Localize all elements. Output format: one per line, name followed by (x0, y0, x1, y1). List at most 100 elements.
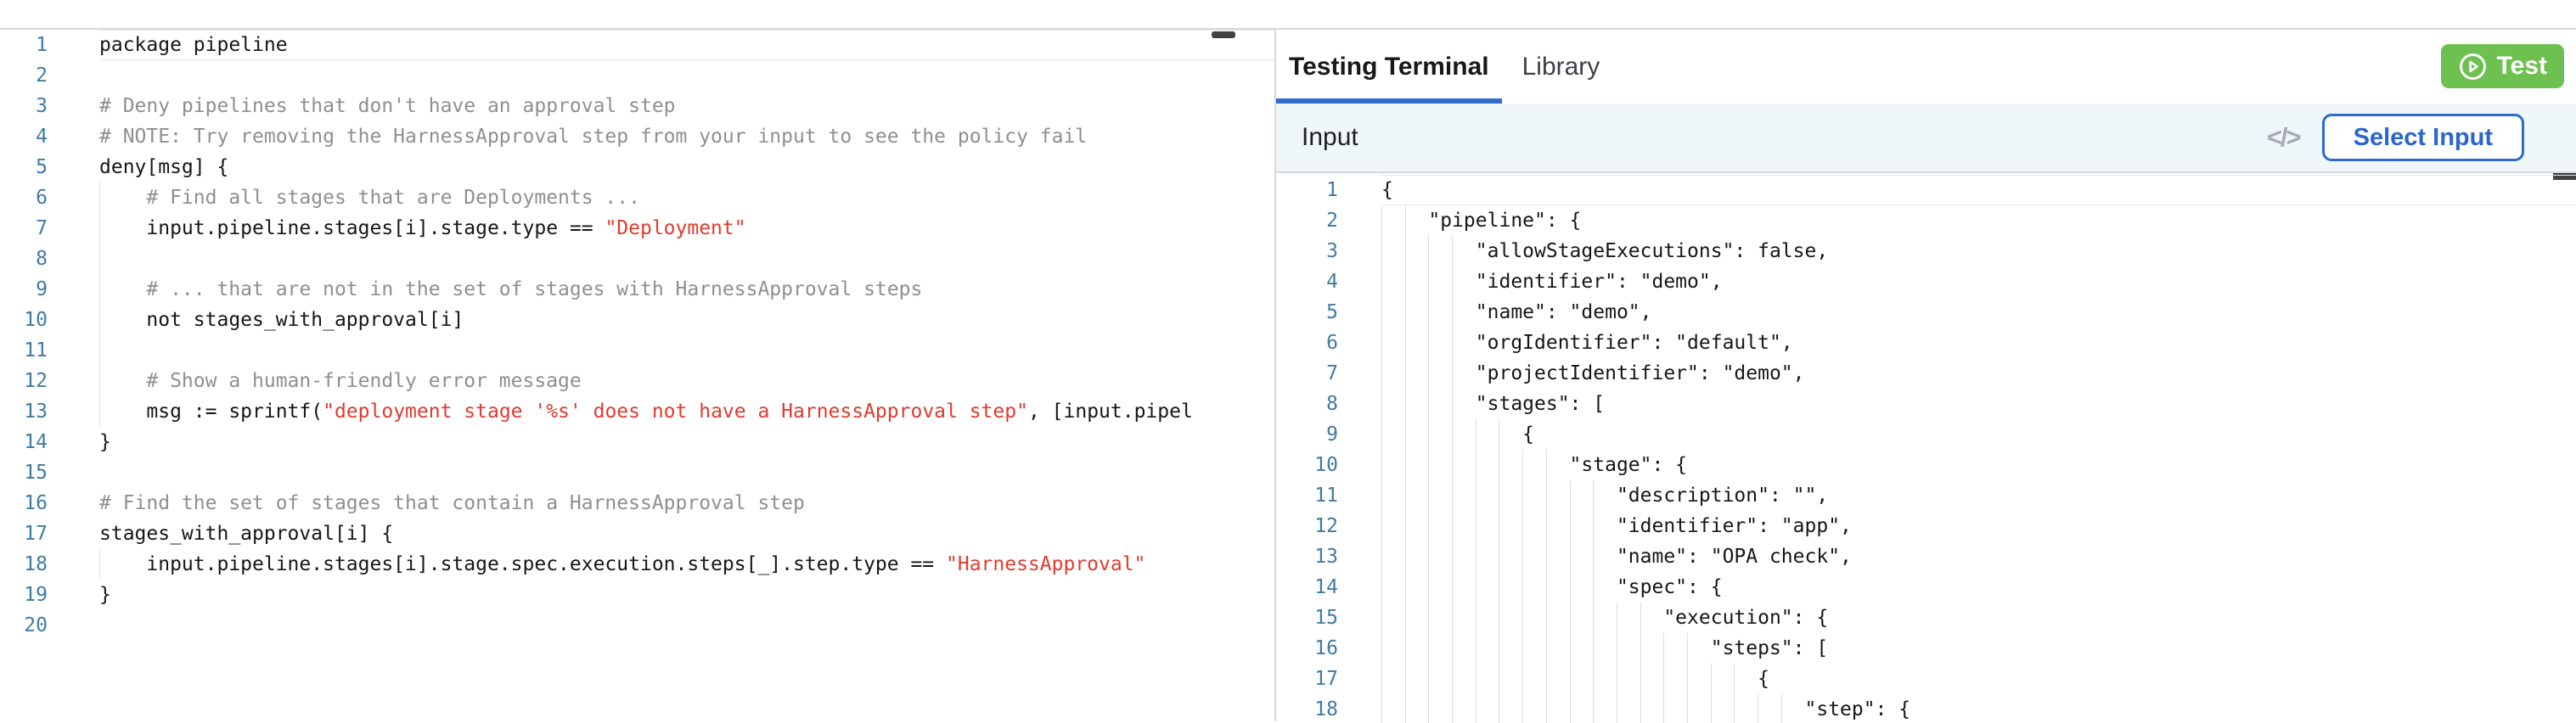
code-line-text: "identifier": "app", (1381, 511, 2576, 541)
indent-guide (1452, 297, 1454, 328)
indent-guide (1522, 480, 1524, 511)
code-line[interactable]: 15 "execution": { (1276, 602, 2576, 633)
line-number: 16 (24, 492, 48, 514)
code-line[interactable]: 11 (0, 335, 1274, 366)
code-line[interactable]: 9 { (1276, 419, 2576, 450)
code-line[interactable]: 1{ (1276, 175, 2576, 205)
code-brackets-icon[interactable]: </> (2266, 122, 2302, 152)
indent-guide (1428, 450, 1430, 480)
code-line[interactable]: 2 (0, 60, 1274, 91)
code-line-text: deny[msg] { (99, 156, 229, 178)
indent-guide (1663, 633, 1665, 664)
code-line[interactable]: 3# Deny pipelines that don't have an app… (0, 91, 1274, 121)
code-line[interactable]: 9 # ... that are not in the set of stage… (0, 274, 1274, 305)
indent-guide (1545, 633, 1547, 664)
code-line[interactable]: 3 "allowStageExecutions": false, (1276, 236, 2576, 266)
code-line[interactable]: 19} (0, 580, 1274, 610)
code-line[interactable]: 13 "name": "OPA check", (1276, 541, 2576, 572)
indent-guide (1687, 633, 1689, 664)
code-line[interactable]: 14} (0, 427, 1274, 457)
code-line[interactable]: 11 "description": "", (1276, 480, 2576, 511)
code-line[interactable]: 2 "pipeline": { (1276, 205, 2576, 236)
tab-testing-terminal[interactable]: Testing Terminal (1276, 30, 1502, 104)
indent-guide (1710, 694, 1712, 723)
policy-editor-scrollbar-handle[interactable] (1212, 31, 1235, 38)
indent-guide (1569, 633, 1571, 664)
code-line[interactable]: 12 # Show a human-friendly error message (0, 366, 1274, 396)
code-line[interactable]: 18 input.pipeline.stages[i].stage.spec.e… (0, 549, 1274, 580)
indent-guide (1381, 389, 1382, 419)
code-line[interactable]: 5 "name": "demo", (1276, 297, 2576, 328)
indent-guide (1663, 664, 1665, 694)
code-line[interactable]: 18 "step": { (1276, 694, 2576, 723)
code-line[interactable]: 7 input.pipeline.stages[i].stage.type ==… (0, 213, 1274, 244)
code-line[interactable]: 4# NOTE: Try removing the HarnessApprova… (0, 121, 1274, 152)
indent-guide (1404, 541, 1406, 572)
indent-guide (1522, 664, 1524, 694)
indent-guide (1381, 297, 1382, 328)
code-line[interactable]: 13 msg := sprintf("deployment stage '%s'… (0, 396, 1274, 427)
line-number: 9 (1326, 423, 1338, 446)
top-strip (0, 0, 2576, 30)
code-line[interactable]: 20 (0, 610, 1274, 641)
code-line[interactable]: 6 "orgIdentifier": "default", (1276, 328, 2576, 358)
indent-guide (1381, 450, 1382, 480)
indent-guide (1428, 328, 1430, 358)
tabs-row: Testing Terminal Library Test (1276, 30, 2576, 104)
code-line[interactable]: 17 { (1276, 664, 2576, 694)
code-line[interactable]: 7 "projectIdentifier": "demo", (1276, 358, 2576, 389)
code-line[interactable]: 16 # Find the set of stages that contain … (0, 488, 1274, 518)
code-line[interactable]: 10 not stages_with_approval[i] (0, 305, 1274, 335)
code-line[interactable]: 4 "identifier": "demo", (1276, 266, 2576, 297)
line-number: 1 (36, 34, 48, 56)
code-line-text (99, 335, 1274, 366)
code-line[interactable]: 6 # Find all stages that are Deployments… (0, 182, 1274, 213)
line-number: 14 (1314, 576, 1338, 598)
indent-guide (1452, 572, 1454, 602)
indent-guide (1569, 541, 1571, 572)
code-line-text: { (1381, 664, 2576, 694)
code-line[interactable]: 14 "spec": { (1276, 572, 2576, 602)
line-number: 15 (24, 462, 48, 484)
indent-guide (1780, 694, 1782, 723)
code-line-text (99, 457, 1274, 488)
play-circle-icon (2459, 53, 2486, 80)
line-number: 18 (1314, 698, 1338, 720)
indent-guide (1687, 664, 1689, 694)
input-json-editor[interactable]: 1{2 "pipeline": {3 "allowStageExecutions… (1276, 173, 2576, 723)
code-line-text: # Find the set of stages that contain a … (99, 492, 805, 514)
indent-guide (1452, 480, 1454, 511)
indent-guide (1569, 480, 1571, 511)
code-line[interactable]: 12 "identifier": "app", (1276, 511, 2576, 541)
indent-guide (1428, 633, 1430, 664)
tab-library[interactable]: Library (1521, 52, 1600, 81)
code-line[interactable]: 16 "steps": [ (1276, 633, 2576, 664)
indent-guide (1593, 541, 1595, 572)
code-line-text: # Deny pipelines that don't have an appr… (99, 95, 676, 117)
code-line[interactable]: 15 (0, 457, 1274, 488)
indent-guide (1452, 358, 1454, 389)
indent-guide (1593, 511, 1595, 541)
line-number: 10 (24, 309, 48, 331)
test-button[interactable]: Test (2440, 44, 2564, 88)
indent-guide (1545, 541, 1547, 572)
input-editor-scrollbar-handle[interactable] (2553, 173, 2576, 180)
indent-guide (1404, 358, 1406, 389)
indent-guide (1545, 572, 1547, 602)
indent-guide (1428, 511, 1430, 541)
indent-guide (1452, 450, 1454, 480)
code-line[interactable]: 8 (0, 244, 1274, 274)
indent-guide (1381, 480, 1382, 511)
select-input-button[interactable]: Select Input (2321, 114, 2524, 161)
code-line[interactable]: 10 "stage": { (1276, 450, 2576, 480)
code-line[interactable]: 8 "stages": [ (1276, 389, 2576, 419)
line-number: 6 (1326, 332, 1338, 354)
line-number: 14 (24, 431, 48, 453)
indent-guide (1522, 602, 1524, 633)
code-line-text: "steps": [ (1381, 633, 2576, 664)
indent-guide (1428, 572, 1430, 602)
